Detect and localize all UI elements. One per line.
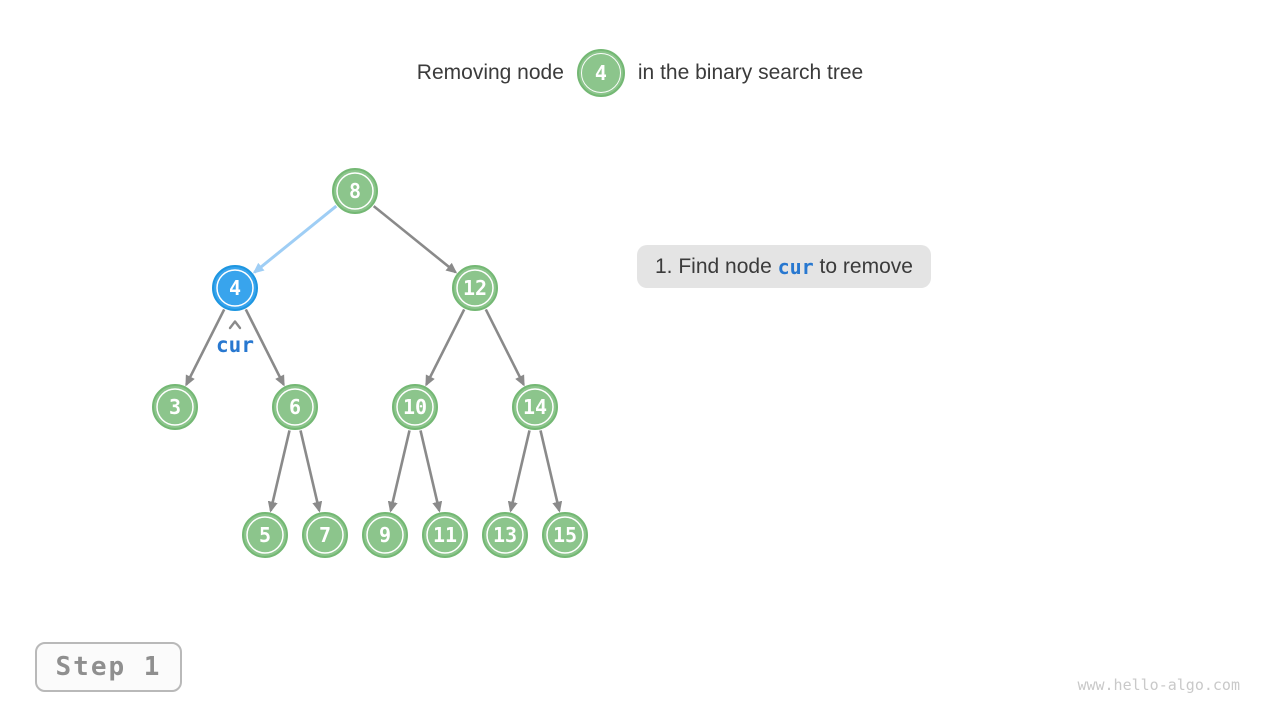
node-inner-ring xyxy=(366,516,404,554)
node-inner-ring xyxy=(456,269,494,307)
tree-node-3: 3 xyxy=(152,384,198,430)
node-circle xyxy=(302,512,348,558)
tree-edge-8-12 xyxy=(372,205,458,274)
node-value: 12 xyxy=(463,276,487,300)
node-circle xyxy=(482,512,528,558)
tree-node-14: 14 xyxy=(512,384,558,430)
node-circle xyxy=(242,512,288,558)
tree-node-4-current: 4 xyxy=(212,265,258,311)
node-circle xyxy=(152,384,198,430)
node-circle xyxy=(512,384,558,430)
title-text-prefix: Removing node xyxy=(416,61,564,84)
node-value: 15 xyxy=(553,523,577,547)
tree-edge-14-15 xyxy=(539,430,563,513)
tree-edge-4-6 xyxy=(244,308,285,387)
tree-node-12: 12 xyxy=(452,265,498,311)
tree-edge-10-11 xyxy=(419,430,443,513)
node-value: 7 xyxy=(319,523,331,547)
node-inner-ring xyxy=(396,388,434,426)
node-inner-ring xyxy=(246,516,284,554)
node-inner-ring xyxy=(516,388,554,426)
annotation-box: 1. Find node cur to remove xyxy=(637,245,931,288)
cur-pointer-label: cur xyxy=(216,333,254,357)
tree-edge-12-14 xyxy=(484,308,525,387)
node-circle xyxy=(332,168,378,214)
title-node-badge: 4 xyxy=(576,49,625,97)
node-inner-ring xyxy=(156,388,194,426)
node-inner-ring xyxy=(216,269,254,307)
node-value: 10 xyxy=(403,395,427,419)
node-circle xyxy=(392,384,438,430)
node-inner-ring xyxy=(486,516,524,554)
node-circle xyxy=(212,265,258,311)
tree-node-6: 6 xyxy=(272,384,318,430)
tree-node-5: 5 xyxy=(242,512,288,558)
tree-edge-14-13 xyxy=(507,430,531,513)
tree-node-10: 10 xyxy=(392,384,438,430)
annotation-keyword: cur xyxy=(777,254,814,279)
step-badge-label: Step 1 xyxy=(55,652,162,682)
title-node-value: 4 xyxy=(594,61,607,85)
annotation-text-prefix: 1. Find node xyxy=(655,254,778,278)
node-value: 3 xyxy=(169,395,181,419)
cur-pointer-caret-icon xyxy=(228,320,242,330)
node-circle xyxy=(422,512,468,558)
node-value: 11 xyxy=(433,523,457,547)
tree-node-7: 7 xyxy=(302,512,348,558)
tree-node-8: 8 xyxy=(332,168,378,214)
node-value: 5 xyxy=(259,523,271,547)
tree-node-11: 11 xyxy=(422,512,468,558)
node-inner-ring xyxy=(426,516,464,554)
node-circle xyxy=(452,265,498,311)
node-circle xyxy=(362,512,408,558)
node-inner-ring xyxy=(276,388,314,426)
step-badge: Step 1 xyxy=(35,642,182,692)
tree-edge-8-4-highlighted xyxy=(252,204,338,274)
tree-node-9: 9 xyxy=(362,512,408,558)
node-value: 14 xyxy=(523,395,547,419)
node-inner-ring xyxy=(306,516,344,554)
title-text-suffix: in the binary search tree xyxy=(637,61,864,84)
annotation-text-suffix: to remove xyxy=(813,254,913,278)
tree-edge-6-5 xyxy=(267,430,291,513)
node-value: 8 xyxy=(349,179,361,203)
tree-edge-10-9 xyxy=(387,430,411,513)
tree-edge-6-7 xyxy=(299,430,323,513)
tree-edge-12-10 xyxy=(425,308,466,387)
diagram-title: Removing node 4 in the binary search tre… xyxy=(0,49,1280,97)
node-value: 6 xyxy=(289,395,301,419)
tree-node-15: 15 xyxy=(542,512,588,558)
watermark: www.hello-algo.com xyxy=(1077,676,1240,694)
node-value: 13 xyxy=(493,523,517,547)
node-inner-ring xyxy=(336,172,374,210)
node-circle xyxy=(272,384,318,430)
tree-node-13: 13 xyxy=(482,512,528,558)
node-inner-ring xyxy=(546,516,584,554)
tree-edge-4-3 xyxy=(185,308,226,387)
node-circle xyxy=(542,512,588,558)
node-value: 4 xyxy=(229,276,241,300)
node-value: 9 xyxy=(379,523,391,547)
